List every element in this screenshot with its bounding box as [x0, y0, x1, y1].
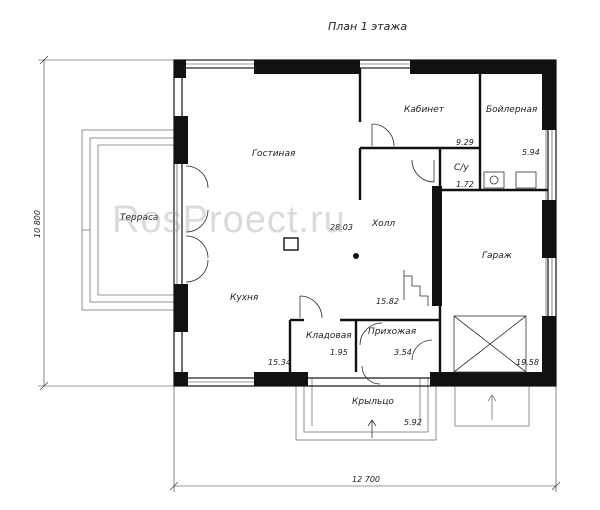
garage-vehicle-area	[453, 315, 527, 373]
interior-walls	[288, 68, 548, 372]
terrace-label: Терраса	[120, 213, 158, 223]
hall-area: 15.82	[376, 297, 399, 306]
doors	[299, 123, 435, 385]
porch-outline	[295, 377, 437, 441]
windows	[186, 59, 553, 383]
column	[353, 253, 359, 259]
kitchen-area: 15.34	[268, 358, 291, 367]
boiler-area: 5.94	[522, 148, 540, 157]
terrace-outline	[81, 129, 178, 311]
boiler-label: Бойлерная	[486, 105, 538, 115]
stair	[403, 270, 429, 306]
dimension-lines	[38, 55, 561, 492]
terrace-doors	[185, 165, 209, 283]
wc-area: 1.72	[456, 180, 474, 189]
hall-label: Холл	[371, 219, 395, 229]
living-label: Гостиная	[252, 149, 296, 159]
office-area: 9.29	[456, 138, 474, 147]
entry-label: Прихожая	[368, 327, 417, 337]
wall-masses	[174, 60, 556, 386]
height-dimension: 10 800	[33, 210, 42, 238]
porch-area: 5.92	[404, 418, 422, 427]
boiler-fixtures	[483, 171, 537, 189]
plan-title: План 1 этажа	[328, 20, 407, 33]
garage-label: Гараж	[482, 251, 513, 261]
garage-area: 19.58	[516, 358, 539, 367]
pantry-label: Кладовая	[306, 331, 352, 341]
living-area: 28.03	[330, 223, 353, 232]
entry-area: 3.54	[394, 348, 412, 357]
porch-label: Крыльцо	[352, 397, 394, 407]
fireplace	[283, 237, 299, 251]
porch-steps-arrow	[367, 419, 377, 438]
kitchen-label: Кухня	[230, 293, 259, 303]
garage-apron	[454, 381, 530, 427]
width-dimension: 12 700	[352, 475, 380, 484]
watermark: RosProect.ru	[112, 199, 346, 241]
office-label: Кабинет	[404, 105, 445, 115]
room-labels: Гостиная 28.03 Холл 15.82 Кабинет 9.29 Б…	[120, 105, 540, 427]
pantry-area: 1.95	[330, 348, 348, 357]
wc-label: С/у	[454, 163, 469, 173]
kitchen-fixtures	[180, 290, 186, 316]
